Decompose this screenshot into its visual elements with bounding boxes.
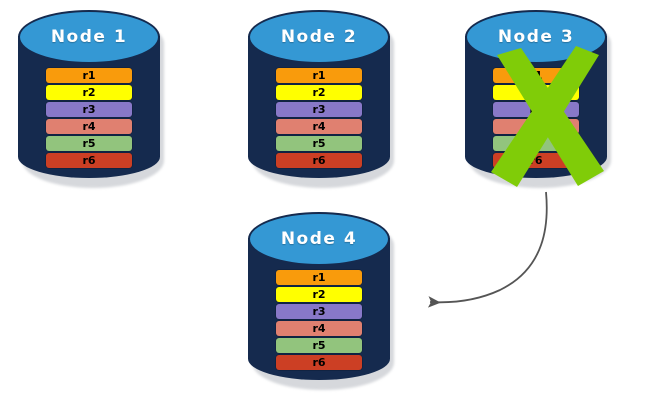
row-r6[interactable]: r6 bbox=[276, 153, 362, 168]
row-label: r4 bbox=[529, 120, 543, 133]
row-label: r5 bbox=[82, 137, 96, 150]
row-label: r6 bbox=[82, 154, 96, 167]
row-label: r6 bbox=[312, 356, 326, 369]
row-r5[interactable]: r5 bbox=[276, 136, 362, 151]
row-label: r6 bbox=[312, 154, 326, 167]
row-r1[interactable]: r1 bbox=[493, 68, 579, 83]
row-r1[interactable]: r1 bbox=[276, 270, 362, 285]
row-label: r5 bbox=[529, 137, 543, 150]
row-r4[interactable]: r4 bbox=[493, 119, 579, 134]
row-r6[interactable]: r6 bbox=[276, 355, 362, 370]
row-r2[interactable]: r2 bbox=[276, 287, 362, 302]
row-label: r2 bbox=[312, 86, 326, 99]
row-r4[interactable]: r4 bbox=[46, 119, 132, 134]
row-r1[interactable]: r1 bbox=[276, 68, 362, 83]
row-r5[interactable]: r5 bbox=[493, 136, 579, 151]
row-stack: r1 r2 r3 r4 r5 r6 bbox=[46, 68, 132, 170]
row-r4[interactable]: r4 bbox=[276, 321, 362, 336]
row-label: r1 bbox=[529, 69, 543, 82]
row-r1[interactable]: r1 bbox=[46, 68, 132, 83]
node-3[interactable]: Node 3 r1 r2 r3 r4 r5 r6 bbox=[465, 8, 611, 188]
row-label: r1 bbox=[312, 69, 326, 82]
row-label: r1 bbox=[312, 271, 326, 284]
node-2[interactable]: Node 2 r1 r2 r3 r4 r5 r6 bbox=[248, 8, 394, 188]
row-label: r4 bbox=[312, 322, 326, 335]
row-label: r3 bbox=[529, 103, 543, 116]
row-r6[interactable]: r6 bbox=[46, 153, 132, 168]
node-1[interactable]: Node 1 r1 r2 r3 r4 r5 r6 bbox=[18, 8, 164, 188]
row-label: r3 bbox=[312, 305, 326, 318]
row-r3[interactable]: r3 bbox=[276, 304, 362, 319]
row-r3[interactable]: r3 bbox=[46, 102, 132, 117]
row-label: r5 bbox=[312, 137, 326, 150]
node-title: Node 3 bbox=[497, 27, 575, 47]
node-4[interactable]: Node 4 r1 r2 r3 r4 r5 r6 bbox=[248, 210, 394, 390]
row-label: r2 bbox=[312, 288, 326, 301]
row-label: r3 bbox=[312, 103, 326, 116]
row-label: r4 bbox=[82, 120, 96, 133]
row-r3[interactable]: r3 bbox=[493, 102, 579, 117]
row-label: r5 bbox=[312, 339, 326, 352]
node-top-ellipse: Node 3 bbox=[465, 10, 607, 64]
node-title: Node 2 bbox=[280, 27, 358, 47]
row-label: r3 bbox=[82, 103, 96, 116]
row-r6[interactable]: r6 bbox=[493, 153, 579, 168]
row-label: r6 bbox=[529, 154, 543, 167]
node-top-ellipse: Node 4 bbox=[248, 212, 390, 266]
row-stack: r1 r2 r3 r4 r5 r6 bbox=[276, 68, 362, 170]
row-r4[interactable]: r4 bbox=[276, 119, 362, 134]
row-r2[interactable]: r2 bbox=[46, 85, 132, 100]
row-label: r2 bbox=[82, 86, 96, 99]
row-label: r1 bbox=[82, 69, 96, 82]
row-stack: r1 r2 r3 r4 r5 r6 bbox=[276, 270, 362, 372]
node-title: Node 1 bbox=[50, 27, 128, 47]
node-top-ellipse: Node 1 bbox=[18, 10, 160, 64]
row-stack: r1 r2 r3 r4 r5 r6 bbox=[493, 68, 579, 170]
node-title: Node 4 bbox=[280, 229, 358, 249]
row-r2[interactable]: r2 bbox=[493, 85, 579, 100]
row-r2[interactable]: r2 bbox=[276, 85, 362, 100]
node-top-ellipse: Node 2 bbox=[248, 10, 390, 64]
row-r5[interactable]: r5 bbox=[46, 136, 132, 151]
row-label: r4 bbox=[312, 120, 326, 133]
row-r3[interactable]: r3 bbox=[276, 102, 362, 117]
row-r5[interactable]: r5 bbox=[276, 338, 362, 353]
row-label: r2 bbox=[529, 86, 543, 99]
replication-arrow bbox=[427, 191, 548, 308]
